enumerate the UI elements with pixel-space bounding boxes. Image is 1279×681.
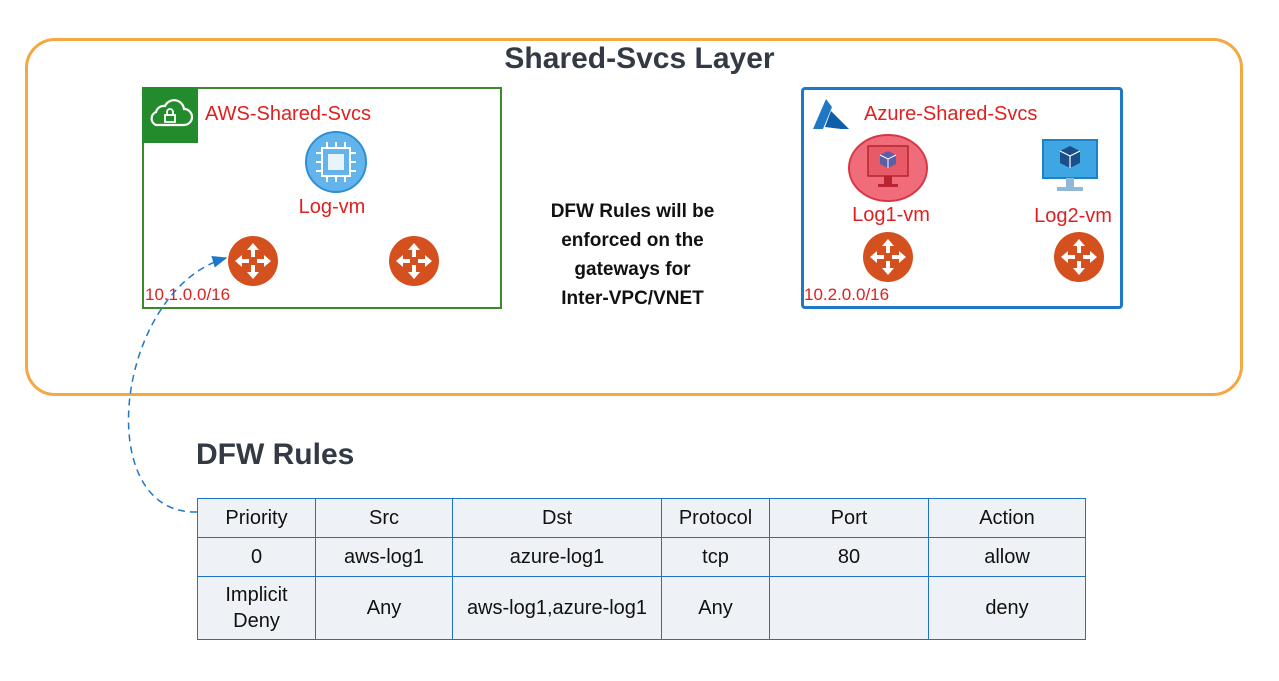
dfw-rules-table: Priority Src Dst Protocol Port Action 0 … — [197, 498, 1086, 640]
azure-vm2-label: Log2-vm — [1034, 205, 1112, 227]
column-header: Dst — [452, 498, 662, 538]
gateway-router-icon — [388, 235, 440, 292]
table-cell: allow — [928, 537, 1086, 577]
aws-vpc-container — [142, 87, 502, 309]
table-cell — [769, 576, 929, 640]
table-row: 0 aws-log1 azure-log1 tcp 80 allow — [197, 537, 1086, 577]
table-cell: tcp — [661, 537, 770, 577]
vm-monitor-icon — [848, 134, 928, 207]
table-cell: 80 — [769, 537, 929, 577]
column-header: Port — [769, 498, 929, 538]
cpu-chip-icon — [304, 130, 368, 199]
column-header: Src — [315, 498, 453, 538]
azure-vm1-label: Log1-vm — [852, 204, 930, 226]
table-cell: Any — [315, 576, 453, 640]
column-header: Action — [928, 498, 1086, 538]
table-row: Implicit Deny Any aws-log1,azure-log1 An… — [197, 576, 1086, 640]
table-cell: 0 — [197, 537, 316, 577]
table-cell: azure-log1 — [452, 537, 662, 577]
dfw-rules-title: DFW Rules — [196, 438, 355, 471]
layer-title: Shared-Svcs Layer — [504, 42, 775, 75]
azure-cidr: 10.2.0.0/16 — [804, 285, 890, 304]
table-cell: aws-log1 — [315, 537, 453, 577]
table-cell: aws-log1,azure-log1 — [452, 576, 662, 640]
aws-vpc-title: AWS-Shared-Svcs — [205, 103, 371, 125]
dfw-enforcement-note: DFW Rules will be enforced on the gatewa… — [550, 201, 715, 309]
azure-vnet-title: Azure-Shared-Svcs — [864, 103, 1038, 125]
column-header: Priority — [197, 498, 316, 538]
gateway-router-icon — [227, 235, 279, 292]
table-cell: Implicit Deny — [197, 576, 316, 640]
table-cell: Any — [661, 576, 770, 640]
aws-vm-label: Log-vm — [298, 196, 366, 218]
azure-logo-icon — [809, 97, 851, 138]
shared-svcs-layer-container — [25, 38, 1243, 396]
gateway-router-icon — [1053, 231, 1105, 288]
table-cell: deny — [928, 576, 1086, 640]
vm-monitor-icon — [1041, 138, 1099, 201]
table-header-row: Priority Src Dst Protocol Port Action — [197, 498, 1086, 538]
cloud-lock-icon — [142, 87, 198, 143]
aws-cidr: 10.1.0.0/16 — [145, 285, 231, 304]
gateway-router-icon — [862, 231, 914, 288]
azure-vnet-container — [801, 87, 1123, 309]
column-header: Protocol — [661, 498, 770, 538]
